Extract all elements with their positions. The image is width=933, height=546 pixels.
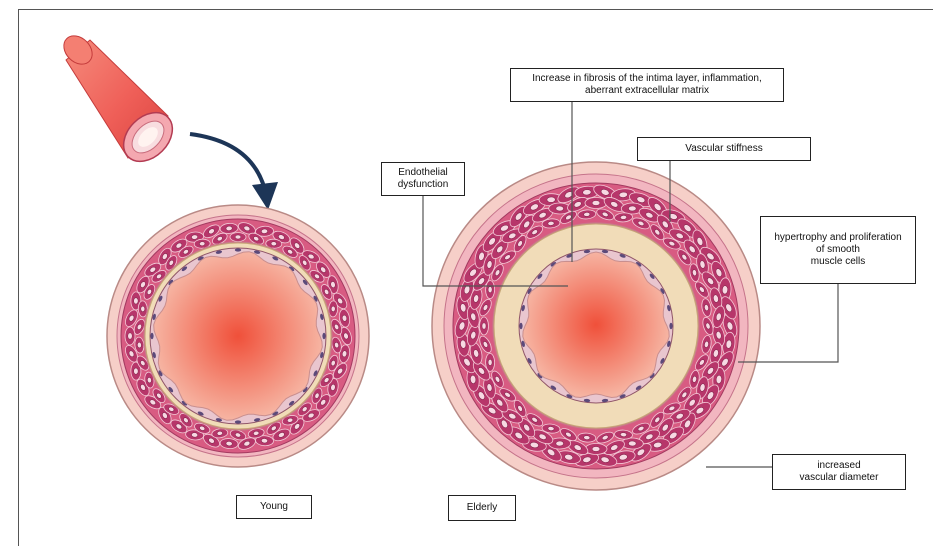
label-increased-diameter: increased vascular diameter: [772, 454, 906, 490]
endothelial-nucleus: [322, 333, 325, 339]
curved-arrow-icon: [190, 134, 278, 210]
elderly-vessel-cross-section: [432, 162, 760, 490]
label-young: Young: [236, 495, 312, 519]
smooth-muscle-cell: [585, 444, 607, 455]
smooth-muscle-cell: [480, 317, 489, 335]
endothelial-nucleus: [519, 323, 522, 329]
label-elderly: Elderly: [448, 495, 516, 521]
smooth-muscle-cell: [485, 281, 494, 299]
young-vessel-cross-section: [107, 205, 369, 467]
endothelial-nucleus: [235, 420, 241, 423]
label-vascular-stiffness: Vascular stiffness: [637, 137, 811, 161]
smooth-muscle-cell: [485, 353, 494, 371]
endothelial-nucleus: [235, 248, 241, 251]
endothelial-nucleus: [669, 323, 672, 329]
label-hypertrophy: hypertrophy and proliferation of smooth …: [760, 216, 916, 284]
smooth-muscle-cell: [585, 198, 607, 209]
smooth-muscle-cell: [125, 327, 135, 345]
endothelial-nucleus: [150, 333, 153, 339]
blood-vessel-icon: [58, 30, 182, 171]
smooth-muscle-cell: [230, 233, 246, 242]
label-fibrosis: Increase in fibrosis of the intima layer…: [510, 68, 784, 102]
label-endothelial-dysfunction: Endothelial dysfunction: [381, 162, 465, 196]
